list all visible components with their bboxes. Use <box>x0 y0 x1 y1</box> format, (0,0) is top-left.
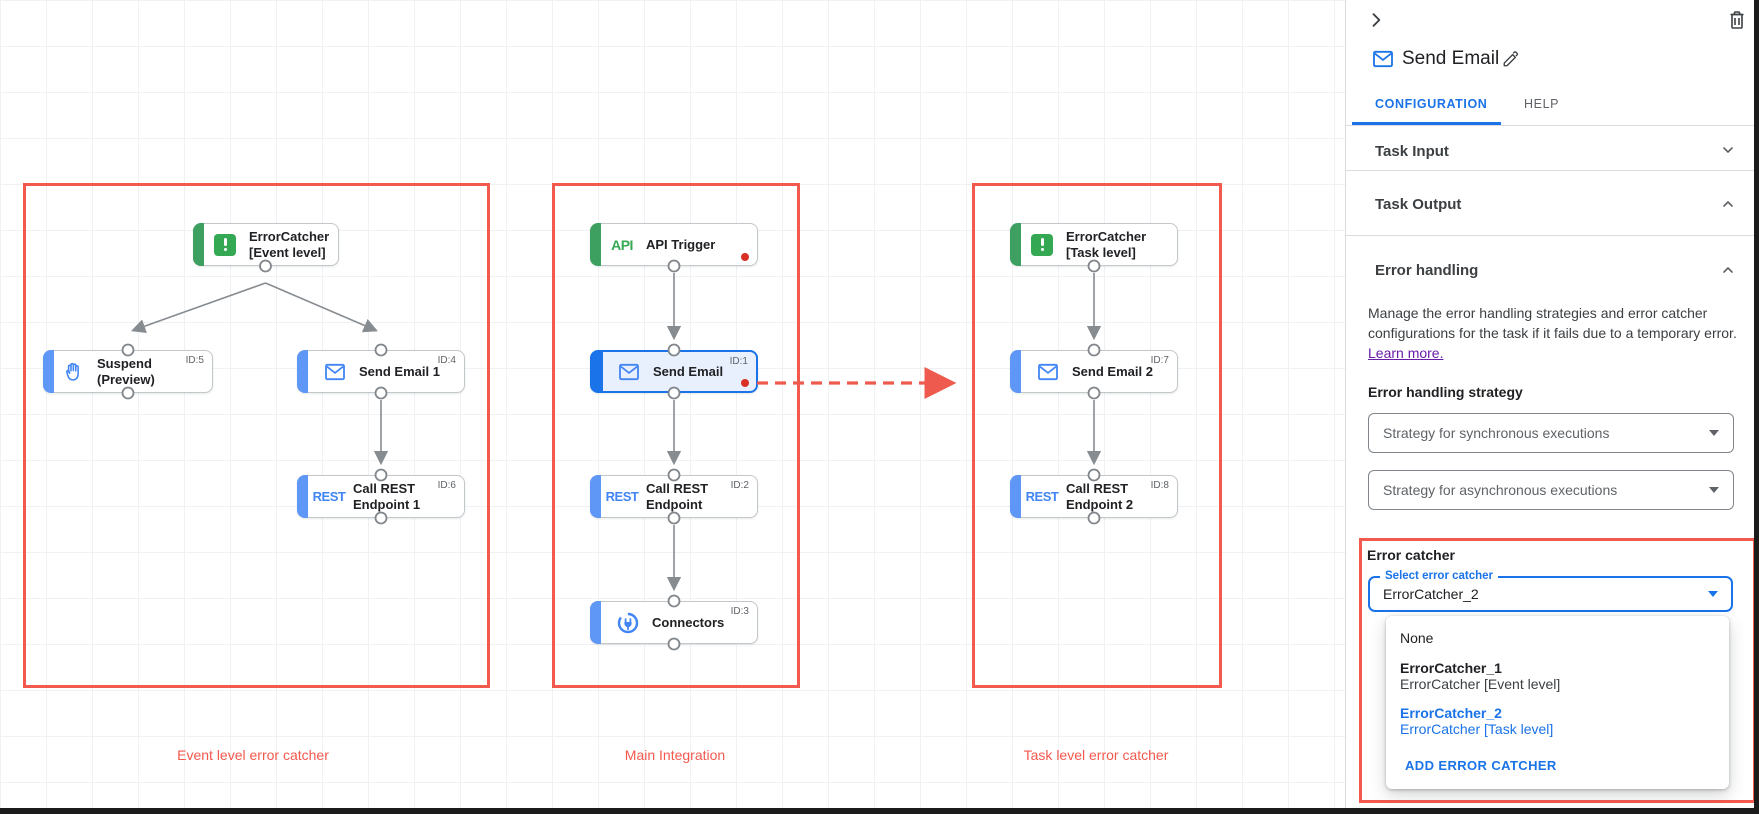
main-integration-group-label: Main Integration <box>624 747 726 763</box>
email-icon <box>322 363 348 381</box>
node-accent <box>590 475 601 518</box>
learn-more-link[interactable]: Learn more. <box>1368 345 1444 361</box>
error-handling-strategy-label: Error handling strategy <box>1368 384 1523 400</box>
task-type-email-icon <box>1372 50 1394 73</box>
tab-help[interactable]: HELP <box>1524 97 1560 111</box>
event-level-group-annotation <box>23 183 490 688</box>
email-icon <box>1035 363 1061 381</box>
node-id-badge: ID:3 <box>730 606 749 617</box>
section-task-output[interactable]: Task Output <box>1375 196 1462 213</box>
node-errorcatcher-task-level[interactable]: ErrorCatcher[Task level] <box>1010 223 1178 266</box>
node-id-badge: ID:2 <box>730 480 749 491</box>
suspend-hand-icon <box>60 361 86 383</box>
sync-strategy-select[interactable]: Strategy for synchronous executions <box>1368 413 1734 453</box>
node-connectors[interactable]: Connectors ID:3 <box>590 601 758 644</box>
api-trigger-icon: API <box>611 236 633 253</box>
edit-title-button[interactable] <box>1502 50 1520 73</box>
chevron-right-icon <box>1372 13 1381 27</box>
rest-icon: REST <box>312 489 346 504</box>
window-bottom-edge <box>0 808 1759 814</box>
email-icon <box>616 363 642 381</box>
node-accent <box>297 350 308 393</box>
tab-configuration[interactable]: CONFIGURATION <box>1375 97 1488 111</box>
async-strategy-select[interactable]: Strategy for asynchronous executions <box>1368 470 1734 510</box>
node-id-badge: ID:7 <box>1150 355 1169 366</box>
node-errorcatcher-event-level[interactable]: ErrorCatcher[Event level] <box>193 223 339 266</box>
pencil-icon <box>1503 51 1519 67</box>
node-suspend-preview[interactable]: Suspend(Preview) ID:5 <box>43 350 213 393</box>
node-id-badge: ID:8 <box>1150 480 1169 491</box>
node-accent <box>43 350 54 393</box>
error-catcher-label: Error catcher <box>1367 547 1455 563</box>
error-handling-description: Manage the error handling strategies and… <box>1368 305 1737 361</box>
section-error-handling[interactable]: Error handling <box>1375 262 1479 279</box>
rest-icon: REST <box>605 489 639 504</box>
node-accent <box>590 601 601 644</box>
chevron-up-icon[interactable] <box>1720 196 1736 217</box>
node-api-trigger[interactable]: API API Trigger <box>590 223 758 266</box>
collapse-panel-button[interactable] <box>1366 10 1386 35</box>
node-accent <box>193 223 204 266</box>
panel-title: Send Email <box>1402 48 1500 69</box>
caret-down-icon <box>1709 430 1719 436</box>
node-id-badge: ID:4 <box>437 355 456 366</box>
error-catcher-select[interactable]: Select error catcher ErrorCatcher_2 <box>1368 570 1733 612</box>
task-level-group-label: Task level error catcher <box>1023 747 1169 763</box>
menu-item-errorcatcher-2[interactable]: ErrorCatcher_2 ErrorCatcher [Task level] <box>1400 705 1554 737</box>
node-accent <box>1010 350 1021 393</box>
node-accent <box>591 351 603 392</box>
select-floating-label: Select error catcher <box>1380 570 1499 582</box>
rest-icon: REST <box>1025 489 1059 504</box>
delete-task-button[interactable] <box>1728 10 1746 35</box>
chevron-up-icon[interactable] <box>1720 262 1736 283</box>
node-send-email-selected[interactable]: Send Email ID:1 <box>590 350 758 393</box>
task-config-panel: Send Email CONFIGURATION HELP Task Input… <box>1345 0 1759 814</box>
trash-icon <box>1730 11 1744 29</box>
error-catcher-icon <box>1031 233 1053 256</box>
window-right-edge <box>1754 0 1759 814</box>
add-error-catcher-button[interactable]: ADD ERROR CATCHER <box>1405 758 1557 773</box>
active-tab-underline <box>1352 122 1501 125</box>
error-catcher-dropdown-menu: None ErrorCatcher_1 ErrorCatcher [Event … <box>1386 616 1729 789</box>
node-id-badge: ID:1 <box>729 356 748 367</box>
node-send-email-1[interactable]: Send Email 1 ID:4 <box>297 350 465 393</box>
event-level-group-label: Event level error catcher <box>177 747 329 763</box>
node-id-badge: ID:5 <box>185 355 204 366</box>
node-accent <box>590 223 601 266</box>
chevron-down-icon[interactable] <box>1720 142 1736 163</box>
node-accent <box>1010 475 1021 518</box>
error-catcher-icon <box>214 233 236 256</box>
caret-down-icon <box>1709 487 1719 493</box>
menu-item-errorcatcher-1[interactable]: ErrorCatcher_1 ErrorCatcher [Event level… <box>1400 660 1561 692</box>
menu-item-none[interactable]: None <box>1400 630 1434 646</box>
node-accent <box>1010 223 1021 266</box>
section-task-input[interactable]: Task Input <box>1375 143 1449 160</box>
task-level-group-annotation <box>972 183 1222 688</box>
main-integration-group-annotation <box>552 183 800 688</box>
integration-canvas[interactable]: Event level error catcher Main Integrati… <box>0 0 1345 814</box>
node-id-badge: ID:6 <box>437 480 456 491</box>
caret-down-icon <box>1708 591 1718 597</box>
node-send-email-2[interactable]: Send Email 2 ID:7 <box>1010 350 1178 393</box>
connectors-icon <box>615 611 641 635</box>
node-accent <box>297 475 308 518</box>
